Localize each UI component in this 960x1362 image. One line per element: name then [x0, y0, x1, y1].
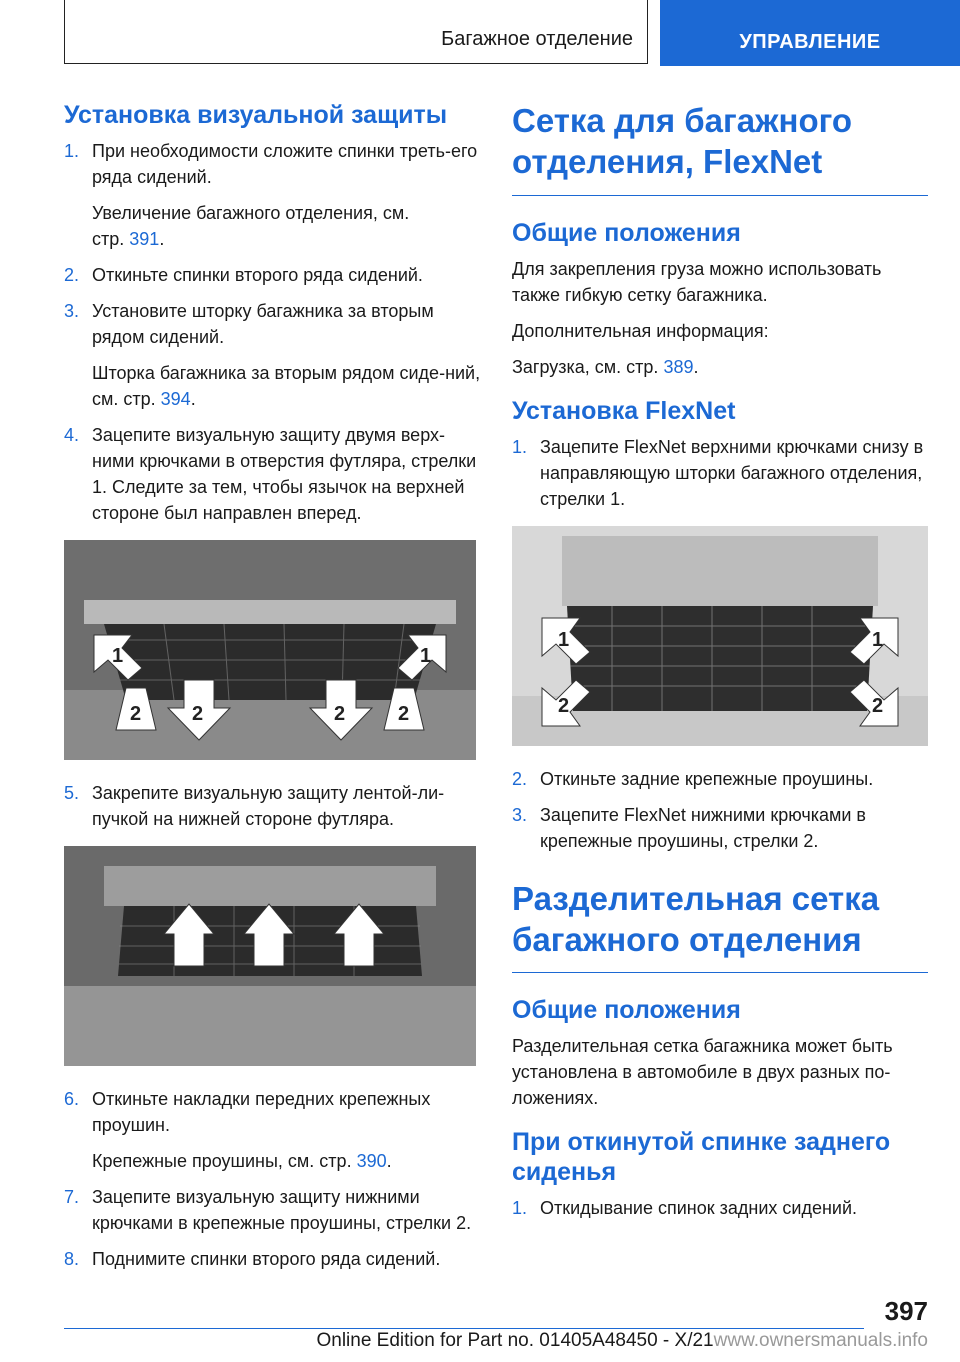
title-flexnet: Сетка для багажного отделения, FlexNet	[512, 102, 853, 181]
step-1: 1. При необходимости сложите спинки треть…	[64, 138, 484, 190]
punct: .	[386, 1151, 392, 1171]
step-number: 2.	[64, 265, 80, 285]
step-3-note: Шторка багажника за вторым рядом сиде-ни…	[92, 360, 484, 412]
step-number: 1.	[64, 141, 80, 161]
arrow-label: 2	[398, 703, 409, 725]
step-number: 5.	[64, 783, 80, 803]
step-number: 2.	[512, 768, 528, 789]
paragraph: Разделительная сетка багажника может быт…	[512, 1036, 893, 1108]
arrow-label: 1	[558, 629, 569, 651]
chapter-title: Багажное отделение	[441, 28, 633, 50]
paragraph: Для закрепления груза можно использовать…	[512, 258, 882, 305]
page-link[interactable]: 390	[356, 1151, 387, 1171]
arrow-label: 2	[130, 703, 141, 725]
arrow-label: 1	[112, 645, 123, 667]
arrow-label: 2	[192, 703, 203, 725]
paragraph: Загрузка, см. стр. 389.	[512, 354, 928, 380]
figure-cover-net-lower	[64, 846, 476, 1066]
section-tab: УПРАВЛЕНИЕ	[660, 0, 960, 66]
step-r1: 1. Зацепите FlexNet верхними крючками сни…	[512, 434, 928, 512]
figure-cover-net-upper: 1 1 2 2 2 2	[64, 540, 476, 760]
step-8: 8. Поднимите спинки второго ряда сидений.	[64, 1246, 484, 1272]
step-text: Откиньте задние крепежные проушины.	[540, 768, 874, 789]
heading-rear-seat-folded: При откинутой спинке заднего сиденья	[512, 1128, 891, 1186]
step-text: Поднимите спинки второго ряда сидений.	[92, 1249, 441, 1269]
page-link[interactable]: 389	[663, 356, 694, 377]
arrow-label: 2	[872, 695, 883, 717]
step-number: 3.	[64, 301, 80, 321]
right-column: Сетка для багажного отделения, FlexNet О…	[512, 100, 928, 1231]
section-title: УПРАВЛЕНИЕ	[739, 31, 881, 53]
note-text: Крепежные проушины, см. стр.	[92, 1151, 357, 1171]
note-text: Шторка багажника за вторым рядом сиде-ни…	[92, 363, 481, 409]
page-number: 397	[884, 1296, 928, 1326]
step-number: 4.	[64, 425, 80, 445]
step-text: Закрепите визуальную защиту лентой-ли-пу…	[92, 783, 445, 829]
paragraph: Дополнительная информация:	[512, 320, 769, 341]
title-rule	[512, 194, 928, 196]
step-r2: 2. Откиньте задние крепежные проушины.	[512, 766, 928, 792]
punct: .	[190, 389, 196, 409]
step-4: 4. Зацепите визуальную защиту двумя верх-…	[64, 422, 484, 526]
watermark: www.ownersmanuals.info	[713, 1330, 928, 1351]
heading-install-flexnet: Установка FlexNet	[512, 396, 736, 425]
punct: .	[693, 356, 699, 377]
arrow-label: 1	[420, 645, 431, 667]
title-partition-net: Разделительная сетка багажного отделения	[512, 879, 880, 958]
step-text: Зацепите FlexNet верхними крючками снизу…	[540, 436, 924, 509]
step-7: 7. Зацепите визуальную защиту нижними крю…	[64, 1184, 484, 1236]
step-fold-1: 1. Откидывание спинок задних сидений.	[512, 1195, 928, 1221]
arrow-label: 1	[872, 629, 883, 651]
heading-visual-protection: Установка визуальной защиты	[64, 101, 448, 129]
step-text: Откиньте накладки передних крепежных про…	[92, 1089, 431, 1135]
edition-text: Online Edition for Part no. 01405A48450 …	[316, 1330, 714, 1351]
step-number: 3.	[512, 804, 528, 825]
page-link[interactable]: 391	[129, 229, 160, 249]
step-text: Зацепите визуальную защиту двумя верх-ни…	[92, 425, 477, 523]
step-6: 6. Откиньте накладки передних крепежных п…	[64, 1086, 484, 1138]
footer: Online Edition for Part no. 01405A48450 …	[316, 1330, 928, 1352]
step-text: Установите шторку багажника за вторым ря…	[92, 301, 434, 347]
heading-general-2: Общие положения	[512, 996, 741, 1024]
chapter-tab: Багажное отделение	[64, 0, 648, 64]
step-number: 1.	[512, 436, 528, 457]
step-2: 2. Откиньте спинки второго ряда сидений.	[64, 262, 484, 288]
step-text: Откиньте спинки второго ряда сидений.	[92, 265, 423, 285]
figure-flexnet: 1 1 2 2	[512, 525, 928, 746]
step-text: Откидывание спинок задних сидений.	[540, 1198, 858, 1218]
note-text: Увеличение багажного отделения, см.	[92, 203, 410, 223]
heading-general-1: Общие положения	[512, 218, 741, 247]
step-6-note: Крепежные проушины, см. стр. 390.	[92, 1148, 484, 1174]
arrow-label: 2	[334, 703, 345, 725]
step-text: При необходимости сложите спинки треть-е…	[92, 141, 478, 187]
step-3: 3. Установите шторку багажника за вторым …	[64, 298, 484, 350]
note-text-2: стр.	[92, 229, 130, 249]
step-1-note: Увеличение багажного отделения, см.стр. …	[92, 200, 484, 252]
step-text: Зацепите FlexNet нижними крючками в креп…	[540, 804, 866, 851]
step-number: 7.	[64, 1187, 80, 1207]
title-rule	[512, 972, 928, 973]
footer-rule	[64, 1328, 864, 1329]
left-column: Установка визуальной защиты 1. При необхо…	[64, 100, 484, 1282]
step-text: Зацепите визуальную защиту нижними крючк…	[92, 1187, 472, 1233]
step-number: 1.	[512, 1198, 528, 1218]
arrow-label: 2	[558, 695, 569, 717]
step-5: 5. Закрепите визуальную защиту лентой-ли-…	[64, 780, 484, 832]
punct: .	[159, 229, 165, 249]
text: Загрузка, см. стр.	[512, 356, 664, 377]
page-link[interactable]: 394	[160, 389, 191, 409]
step-number: 8.	[64, 1249, 80, 1269]
step-r3: 3. Зацепите FlexNet нижними крючками в кр…	[512, 802, 928, 854]
step-number: 6.	[64, 1089, 80, 1109]
